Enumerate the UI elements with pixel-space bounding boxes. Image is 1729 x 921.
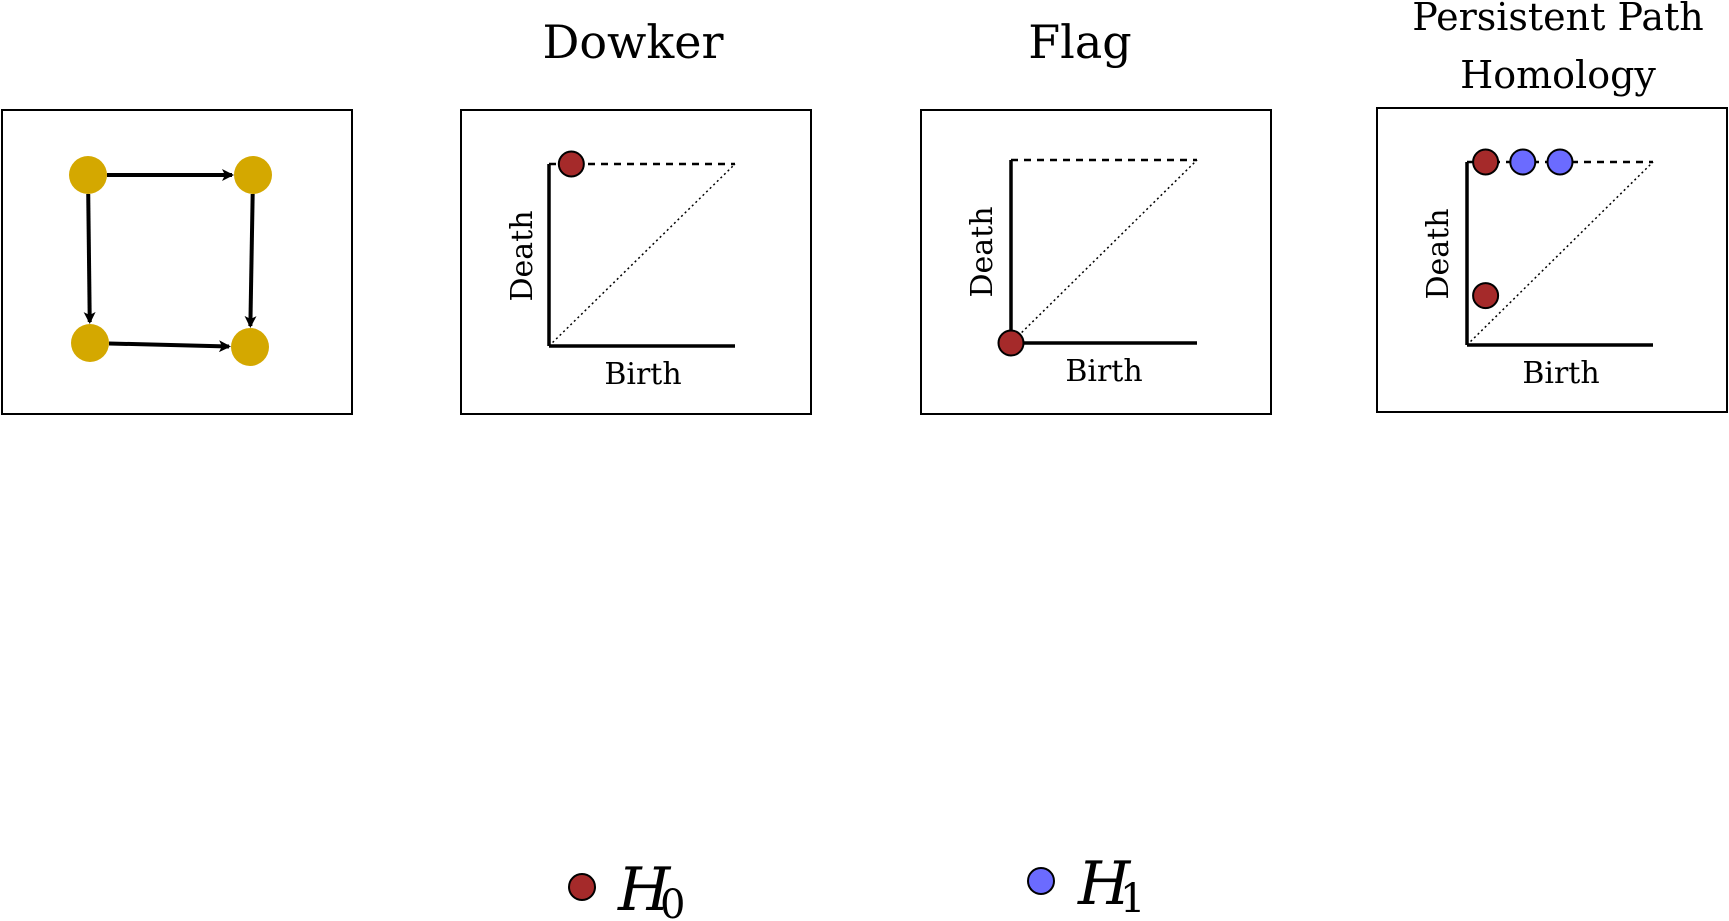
- pph-point-h1-3: [1546, 148, 1574, 176]
- dowker-point-h0-0: [557, 150, 585, 178]
- graph-node-c: [71, 324, 109, 362]
- legend-h0-subscript: 0: [660, 882, 685, 921]
- graph-edge-b-d: [244, 193, 257, 329]
- graph-edge-c-d: [108, 340, 232, 353]
- pph-point-h0-0: [1472, 148, 1500, 176]
- pph-panel-frame: [1376, 107, 1728, 413]
- pph-panel: Birth Death: [1376, 107, 1728, 413]
- flag-xlabel: Birth: [1065, 354, 1142, 389]
- dowker-title: Dowker: [542, 15, 723, 69]
- flag-panel-frame: [920, 109, 1272, 415]
- dowker-panel: Birth Death: [460, 109, 812, 415]
- graph-node-b: [234, 156, 272, 194]
- pph-ylabel: Death: [1421, 208, 1456, 299]
- pph-point-h1-2: [1509, 148, 1537, 176]
- graph-edge-a-c: [83, 193, 96, 325]
- graph-edges: [83, 169, 257, 353]
- pph-diagonal: [1466, 161, 1654, 346]
- graph-panel-frame: [1, 109, 353, 415]
- legend-h0-marker: [568, 873, 596, 901]
- flag-diagonal: [1010, 159, 1198, 344]
- legend-h0-symbol: H: [617, 855, 672, 921]
- graph-nodes: [69, 156, 272, 366]
- flag-ylabel: Death: [965, 206, 1000, 297]
- graph-node-a: [69, 156, 107, 194]
- legend-h1-subscript: 1: [1120, 876, 1145, 921]
- pph-title-line2: Homology: [1460, 53, 1656, 97]
- graph-node-d: [231, 328, 269, 366]
- graph-panel: [1, 109, 353, 415]
- dowker-ylabel: Death: [505, 210, 540, 301]
- flag-panel: Birth Death: [920, 109, 1272, 415]
- legend: H 0 H 1: [568, 849, 1145, 921]
- legend-h1-symbol: H: [1077, 849, 1132, 919]
- flag-point-h0-0: [997, 329, 1025, 357]
- dowker-xlabel: Birth: [604, 357, 681, 392]
- pph-xlabel: Birth: [1522, 356, 1599, 391]
- dowker-diagonal: [548, 163, 736, 347]
- pph-title-line1: Persistent Path: [1412, 0, 1704, 39]
- dowker-panel-frame: [460, 109, 812, 415]
- pph-point-h0-1: [1472, 282, 1500, 310]
- legend-h1-marker: [1027, 867, 1055, 895]
- flag-title: Flag: [1028, 15, 1132, 69]
